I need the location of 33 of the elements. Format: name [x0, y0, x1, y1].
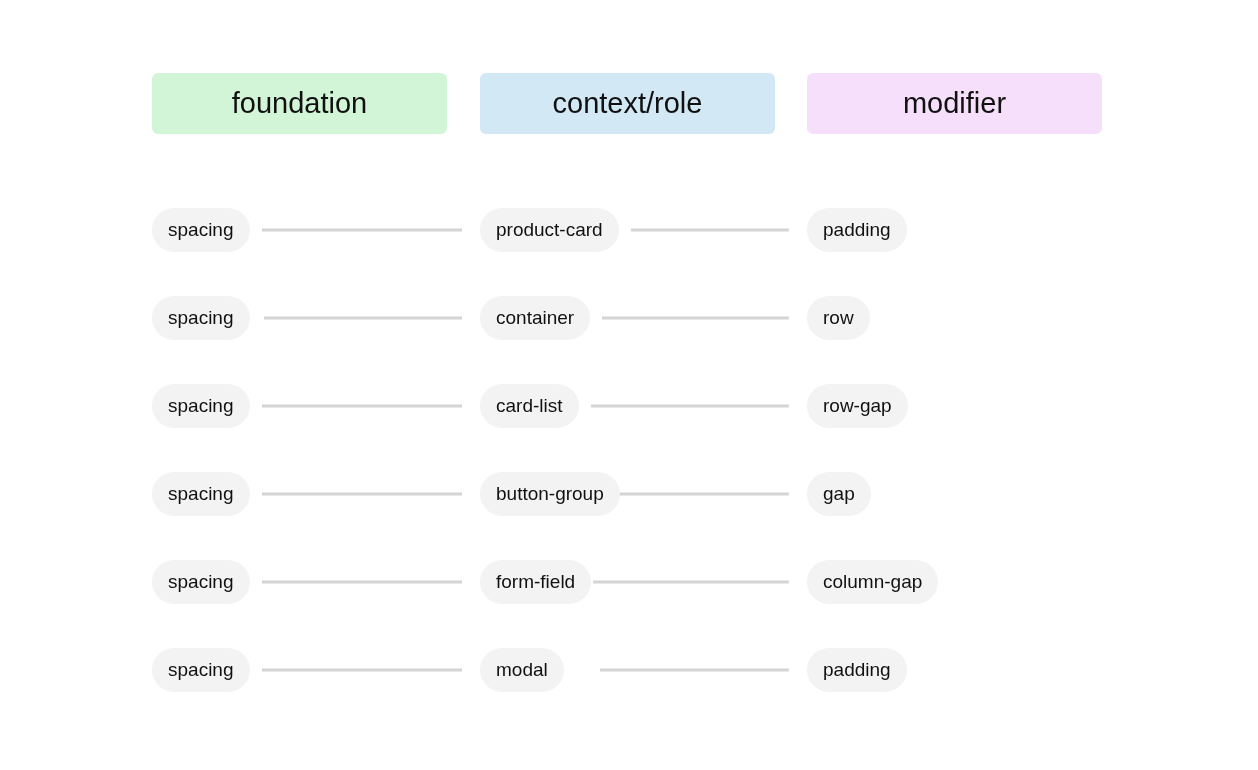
connector-line [262, 580, 462, 584]
tag-pill: modal [480, 648, 564, 692]
tag-pill: spacing [152, 296, 250, 340]
connector-line [620, 492, 789, 496]
tag-pill: spacing [152, 208, 250, 252]
tag-pill: button-group [480, 472, 620, 516]
connector-line [631, 228, 789, 232]
tag-pill: form-field [480, 560, 592, 604]
tag-pill: row-gap [807, 384, 908, 428]
connector-line [262, 228, 462, 232]
tag-pill: container [480, 296, 591, 340]
connector-line [262, 404, 462, 408]
tag-pill: spacing [152, 560, 250, 604]
connector-line [602, 316, 789, 320]
connector-line [264, 316, 462, 320]
column-header: foundation [152, 73, 447, 134]
tag-pill: row [807, 296, 870, 340]
tag-pill: gap [807, 472, 871, 516]
tag-pill: card-list [480, 384, 579, 428]
tag-pill: padding [807, 208, 907, 252]
tag-pill: column-gap [807, 560, 939, 604]
tag-pill: spacing [152, 472, 250, 516]
connector-line [262, 492, 462, 496]
connector-line [593, 580, 789, 584]
tag-pill: product-card [480, 208, 619, 252]
tag-pill: spacing [152, 648, 250, 692]
tag-pill: spacing [152, 384, 250, 428]
column-header: context/role [480, 73, 775, 134]
connector-line [591, 404, 789, 408]
connector-line [600, 668, 789, 672]
column-header: modifier [807, 73, 1102, 134]
tag-pill: padding [807, 648, 907, 692]
connector-line [262, 668, 462, 672]
